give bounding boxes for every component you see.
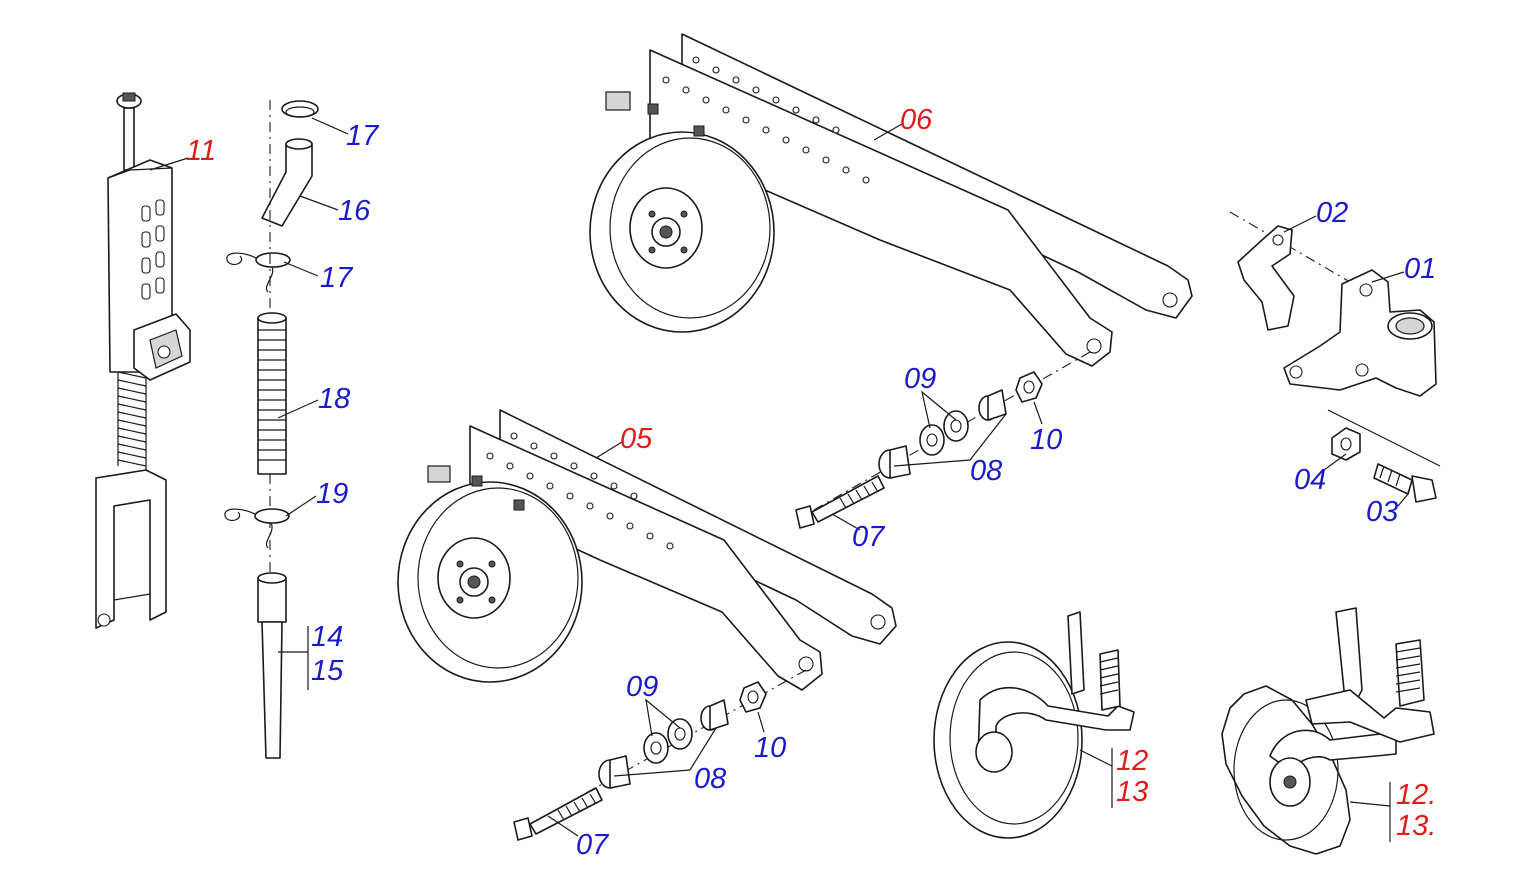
label-08-upper: 08 [970, 455, 1002, 487]
label-07-lower: 07 [576, 829, 610, 861]
label-09-upper: 09 [904, 363, 936, 395]
part-04-nut [1331, 427, 1361, 461]
part-01-bracket [1283, 269, 1437, 397]
label-17-mid: 17 [320, 262, 354, 294]
label-06: 06 [900, 104, 933, 136]
label-12-plain: 12 [1116, 745, 1148, 777]
label-02: 02 [1316, 197, 1348, 229]
label-12-notched: 12. [1396, 779, 1436, 811]
adjuster-slots [141, 199, 165, 300]
part-labels: 11 17 16 17 18 19 14 15 06 05 02 01 04 0… [186, 104, 1436, 861]
bushing-08-lower [598, 699, 729, 789]
part-19-spring-clip [224, 508, 290, 549]
part-02-plate [1229, 211, 1351, 331]
bushing-08-upper [878, 389, 1007, 479]
part-05-disc-arm [397, 409, 897, 691]
nut-10-upper [1015, 371, 1043, 403]
bolt-07-lower [513, 787, 603, 841]
label-05: 05 [620, 423, 653, 455]
label-16: 16 [338, 195, 371, 227]
part-06-disc-arm [589, 33, 1193, 367]
washers-09-upper [919, 410, 969, 456]
arm-holes-lower [486, 432, 886, 672]
label-03: 03 [1366, 496, 1398, 528]
assembly-12-13-notched-disc [1221, 607, 1435, 855]
assembly-12-13-plain-disc [933, 611, 1135, 839]
label-18: 18 [318, 383, 350, 415]
part-17-clamp-top [281, 100, 319, 118]
label-13-plain: 13 [1116, 776, 1148, 808]
label-17-top: 17 [346, 120, 380, 152]
label-04: 04 [1294, 464, 1326, 496]
label-08-lower: 08 [694, 763, 726, 795]
bolt-07-upper [795, 475, 885, 529]
part-17-spring-clip [226, 252, 291, 293]
arm-holes [662, 56, 1178, 354]
part-14-15-seed-tube [257, 572, 287, 759]
compression-spring [117, 371, 147, 472]
label-10-lower: 10 [754, 732, 786, 764]
label-09-lower: 09 [626, 671, 658, 703]
part-18-corrugated-tube [257, 312, 287, 475]
part-11-adjuster-arm [95, 92, 191, 629]
label-15: 15 [311, 655, 344, 687]
label-13-notched: 13. [1396, 810, 1436, 842]
label-14: 14 [311, 621, 343, 653]
label-01: 01 [1404, 253, 1436, 285]
label-11: 11 [186, 135, 216, 167]
label-07-upper: 07 [852, 521, 886, 553]
label-19: 19 [316, 478, 348, 510]
washers-09-lower [643, 718, 693, 764]
nut-10-lower [739, 681, 767, 713]
leader-lines [149, 117, 1409, 842]
part-16-elbow [261, 138, 313, 227]
label-10-upper: 10 [1030, 424, 1062, 456]
